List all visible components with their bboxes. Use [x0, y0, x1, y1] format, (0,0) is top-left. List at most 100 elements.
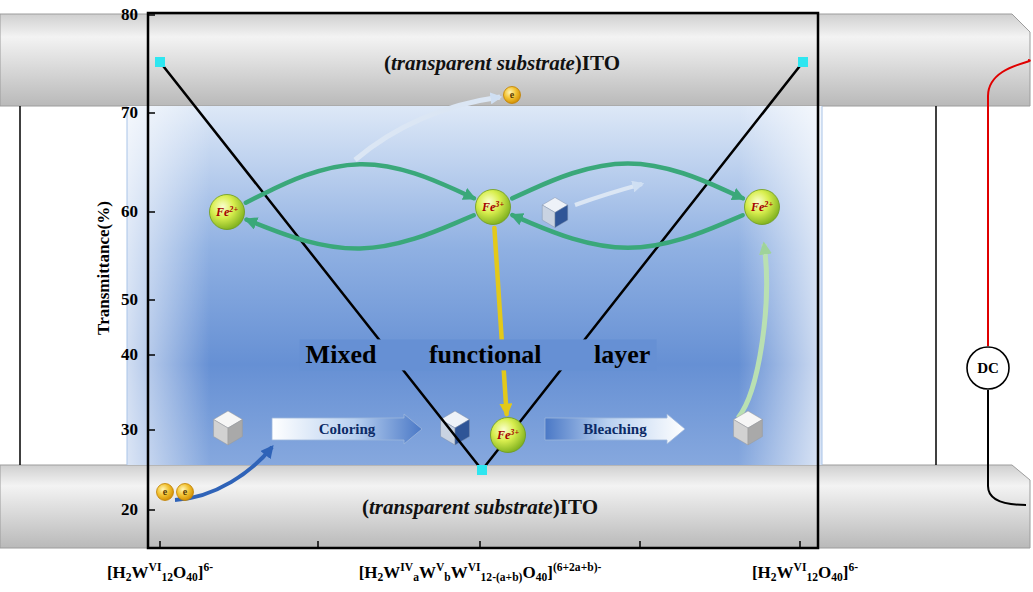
node-text: Bleaching	[583, 420, 646, 438]
text-run: b	[444, 571, 450, 584]
functional-layer: Mixed functional layerFe2+Fe3+Fe2+Colori…	[127, 106, 822, 465]
text-run: Coloring	[319, 421, 376, 437]
text-run: (	[362, 495, 369, 519]
oxidation-arrow	[575, 184, 642, 205]
text-run: (6+2a+b)-	[553, 561, 601, 574]
text-run: O	[173, 563, 186, 582]
node-text: DC	[977, 359, 999, 377]
text-run: Mixed functional layer	[306, 340, 651, 369]
electron-shape	[157, 484, 174, 501]
text-run: e	[510, 89, 514, 100]
node-text: e	[183, 486, 187, 498]
text-run: 60	[121, 202, 138, 221]
text-run: 70	[121, 103, 138, 122]
text-run: W	[451, 563, 468, 582]
redox-cycle-arrow	[512, 163, 743, 198]
redox-cycle-arrow	[246, 164, 474, 203]
iron-ion: Fe3+	[475, 189, 511, 225]
text-run: transparent substrate	[391, 51, 575, 75]
text-run: 40	[831, 571, 843, 584]
iron-ion-shape	[491, 418, 526, 453]
iron-ion: Fe2+	[744, 189, 780, 225]
text-run: [H	[359, 563, 378, 582]
iron-ion-shape	[476, 190, 511, 225]
text-run: W	[132, 563, 149, 582]
redox-cycle-arrow	[247, 215, 474, 248]
text-run: ]	[547, 563, 553, 582]
text-run: )ITO	[553, 495, 598, 519]
electron: e	[176, 483, 194, 501]
polyoxometalate-crystal	[214, 411, 243, 445]
text-run: 40	[121, 345, 138, 364]
iron-ion-shape	[210, 195, 245, 230]
electron: e	[503, 86, 521, 104]
text-run: Fe	[751, 200, 764, 214]
text-run: 2	[378, 571, 384, 584]
device-side	[19, 106, 21, 465]
text-run: e	[183, 486, 187, 497]
text-run: 6-	[848, 561, 858, 574]
node-text: e	[163, 486, 167, 498]
iron-ion: Fe2+	[209, 194, 245, 230]
text-run: W	[419, 563, 436, 582]
block-arrow	[272, 414, 422, 444]
text-run: 50	[121, 290, 138, 309]
reduced-crystal	[441, 411, 470, 445]
axis-tick-label: 20	[121, 500, 138, 520]
layer-edge	[822, 106, 823, 465]
layer-edge	[127, 106, 128, 465]
device-side	[935, 106, 937, 465]
positive-wire	[988, 60, 1030, 346]
node-text: Fe2+	[216, 205, 238, 220]
text-run: O	[522, 563, 535, 582]
node-text: (transparent substrate)ITO	[384, 51, 620, 76]
text-run: transparent substrate	[369, 495, 553, 519]
node-text: Mixed functional layer	[300, 339, 657, 370]
text-run: ]	[843, 563, 849, 582]
axis-tick-label: 80	[121, 5, 138, 25]
text-run: 3+	[510, 428, 519, 437]
axis-tick-label: 50	[121, 290, 138, 310]
axis-tick-label: 60	[121, 202, 138, 222]
node-text: e	[510, 89, 514, 101]
text-run: VI	[149, 561, 162, 574]
formula-label: [H2WVI12O40]6-	[752, 561, 858, 585]
text-run: W	[383, 563, 400, 582]
text-run: 40	[536, 571, 548, 584]
block-arrow	[545, 414, 685, 444]
node-text: Fe3+	[497, 428, 519, 443]
data-point	[155, 57, 165, 67]
text-run: 40	[186, 571, 198, 584]
axis-tick-label: 40	[121, 345, 138, 365]
text-run: V	[436, 561, 444, 574]
negative-wire	[988, 390, 1026, 505]
electron-release-arrow	[355, 97, 500, 160]
source-circle	[967, 347, 1009, 389]
text-run: 2	[126, 571, 132, 584]
text-run: Bleaching	[583, 421, 646, 437]
data-point	[798, 57, 808, 67]
text-run: 2+	[229, 205, 238, 214]
text-run: 3+	[495, 200, 504, 209]
electron-shape	[177, 484, 194, 501]
text-run: 6-	[203, 561, 213, 574]
formula-label: [H2WIVaWVbWVI12-(a+b)O40](6+2a+b)-	[359, 561, 602, 585]
text-run: 12	[806, 571, 818, 584]
text-run: e	[163, 486, 167, 497]
text-run: a	[413, 571, 419, 584]
text-run: [H	[752, 563, 771, 582]
iron-ion-shape	[745, 190, 780, 225]
redox-cycle-arrow	[494, 228, 506, 414]
text-run: 80	[121, 5, 138, 24]
electron: e	[156, 483, 174, 501]
text-run: )ITO	[575, 51, 620, 75]
electron-injection-arrow	[175, 447, 272, 500]
axis-tick-label: 70	[121, 103, 138, 123]
data-point	[477, 465, 487, 475]
axis-title: Transmittance(%)	[94, 201, 114, 335]
regeneration-arrow	[738, 244, 766, 418]
text-run: DC	[977, 360, 999, 376]
text-run: 12	[161, 571, 173, 584]
functional-layer	[127, 106, 822, 465]
axis-tick-label: 30	[121, 420, 138, 440]
